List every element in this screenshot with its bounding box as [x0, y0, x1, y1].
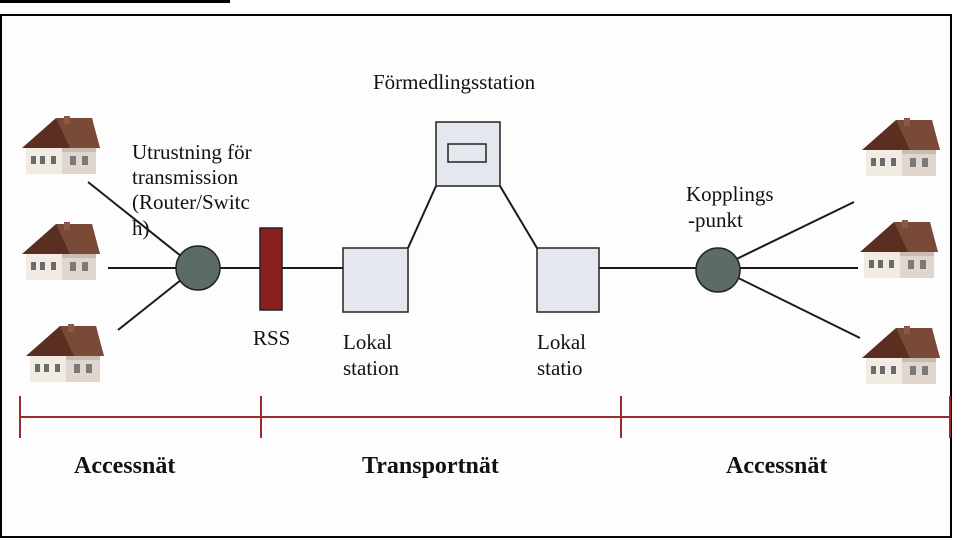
house-icon [862, 118, 940, 176]
switching-station [435, 121, 501, 187]
local-station-right-label-line1: Lokal [537, 330, 586, 354]
section-axis [19, 396, 951, 438]
section-label-access-left: Accessnät [74, 453, 176, 479]
transmission-label-line1: Utrustning för [132, 140, 252, 164]
section-label-access-right: Accessnät [726, 453, 828, 479]
transmission-label-line4: h) [132, 216, 150, 240]
diagram-frame [0, 14, 952, 538]
coupling-label-line1: Kopplings [686, 182, 774, 206]
coupling-label-line2: -punkt [688, 208, 743, 232]
section-label-transport: Transportnät [362, 453, 499, 479]
switching-station-label: Förmedlingsstation [373, 70, 536, 94]
coupling-node [695, 247, 741, 293]
local-station-left-label-line2: station [343, 356, 399, 380]
switching-station-inner [447, 143, 487, 163]
local-station-right-label-line2: statio [537, 356, 583, 380]
top-border-cap [0, 0, 230, 14]
house-icon [22, 222, 100, 280]
transmission-label-line2: transmission [132, 165, 239, 189]
local-station-left [342, 247, 409, 313]
house-icon [26, 324, 104, 382]
transmission-node [175, 245, 221, 291]
rss-label: RSS [253, 326, 291, 350]
transmission-label-line3: (Router/Switc [132, 190, 250, 214]
local-station-right [536, 247, 600, 313]
house-icon [862, 326, 940, 384]
local-station-left-label-line1: Lokal [343, 330, 392, 354]
house-icon [860, 220, 938, 278]
house-icon [22, 116, 100, 174]
rss-block [259, 227, 283, 311]
